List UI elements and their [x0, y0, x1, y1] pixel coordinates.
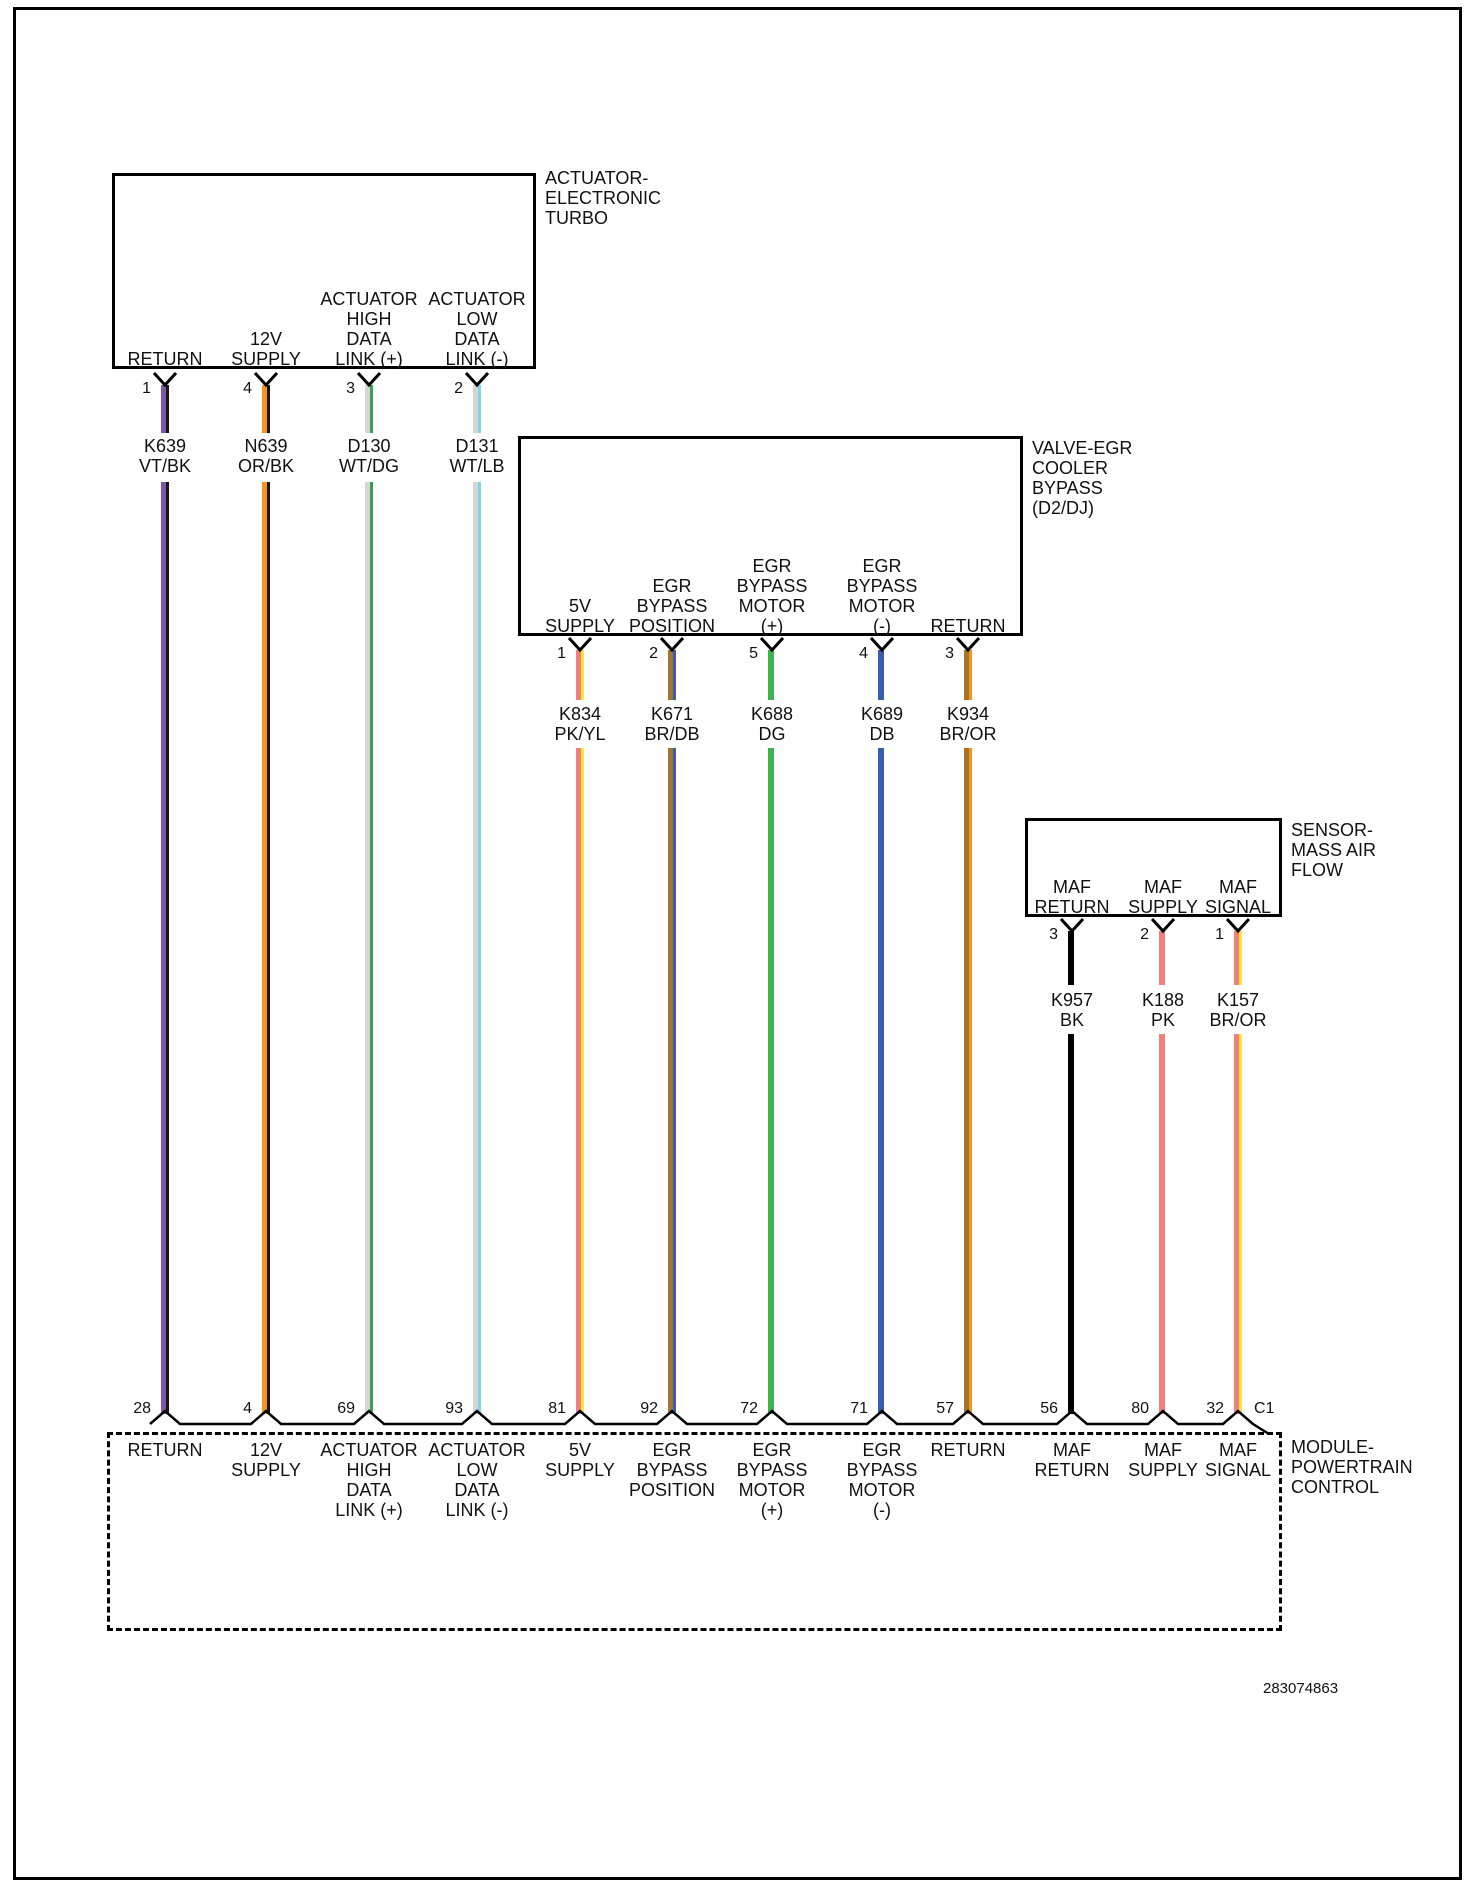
pcm-pin-number: 93 [445, 1400, 463, 1417]
pcm-pin-label: EGR BYPASS MOTOR (+) [736, 1440, 808, 1520]
turbo-pin-label: RETURN [127, 349, 203, 369]
turbo-pin-number: 4 [243, 380, 252, 397]
egr-pin-number: 4 [859, 645, 868, 662]
wire-segment [365, 482, 373, 1414]
maf-pin-number: 1 [1215, 926, 1224, 943]
maf-pin-number: 3 [1049, 926, 1058, 943]
wire-circuit-label: D131 [455, 436, 499, 456]
pcm-pin-number: 72 [740, 1400, 758, 1417]
wire-circuit-label: K934 [946, 704, 990, 724]
wire-segment [1068, 931, 1074, 985]
wire-segment [668, 748, 676, 1414]
egr-pin-number: 1 [557, 645, 566, 662]
wire-color-label: BR/OR [1209, 1010, 1267, 1030]
wire-segment [668, 650, 676, 700]
wire-circuit-label: K188 [1141, 990, 1185, 1010]
wire-segment [576, 650, 584, 700]
maf-pin-number: 2 [1140, 926, 1149, 943]
wire-circuit-label: K157 [1216, 990, 1260, 1010]
turbo-pin-label: ACTUATOR LOW DATA LINK (-) [428, 289, 526, 369]
wire-segment [473, 482, 481, 1414]
pcm-pin-label: ACTUATOR LOW DATA LINK (-) [428, 1440, 526, 1520]
egr-pin-label: RETURN [930, 616, 1006, 636]
wire-segment [473, 385, 481, 433]
egr-title: VALVE-EGR COOLER BYPASS (D2/DJ) [1032, 438, 1133, 518]
pcm-pin-label: EGR BYPASS MOTOR (-) [846, 1440, 918, 1520]
pcm-pin-number: 71 [850, 1400, 868, 1417]
page-border [13, 7, 1462, 1880]
egr-pin-number: 3 [945, 645, 954, 662]
wire-segment [768, 650, 774, 700]
part-number: 283074863 [1263, 1680, 1339, 1697]
pcm-pin-number: 69 [337, 1400, 355, 1417]
wire-segment [1234, 1034, 1242, 1414]
pcm-pin-number: 4 [243, 1400, 252, 1417]
pcm-pin-label: MAF SUPPLY [1128, 1440, 1198, 1480]
wire-segment [161, 482, 169, 1414]
pcm-pin-number: 81 [548, 1400, 566, 1417]
wire-segment [964, 650, 972, 700]
turbo-title: ACTUATOR- ELECTRONIC TURBO [545, 168, 662, 228]
wire-segment [365, 385, 373, 433]
wire-color-label: DG [758, 724, 786, 744]
wire-color-label: BK [1059, 1010, 1084, 1030]
turbo-pin-number: 3 [346, 380, 355, 397]
wire-color-label: OR/BK [237, 456, 294, 476]
wire-color-label: WT/DG [339, 456, 399, 476]
wire-circuit-label: D130 [347, 436, 391, 456]
pcm-pin-label: ACTUATOR HIGH DATA LINK (+) [320, 1440, 418, 1520]
pcm-pin-number: 32 [1206, 1400, 1224, 1417]
wire-segment [964, 748, 972, 1414]
pcm-title: MODULE- POWERTRAIN CONTROL [1291, 1437, 1413, 1497]
pcm-pin-label: MAF RETURN [1034, 1440, 1110, 1480]
turbo-pin-label: 12V SUPPLY [231, 329, 301, 369]
wire-segment [262, 385, 270, 433]
wire-color-label: BR/OR [939, 724, 997, 744]
wire-segment [576, 748, 584, 1414]
pcm-pin-number: 57 [936, 1400, 954, 1417]
pcm-pin-label: EGR BYPASS POSITION [628, 1440, 715, 1500]
pcm-pin-label: 12V SUPPLY [231, 1440, 301, 1480]
pcm-pin-number: 92 [640, 1400, 658, 1417]
pcm-connector-id: C1 [1254, 1400, 1275, 1417]
turbo-pin-number: 2 [454, 380, 463, 397]
wire-segment [161, 385, 169, 433]
wire-color-label: PK [1150, 1010, 1175, 1030]
pcm-pin-label: MAF SIGNAL [1204, 1440, 1272, 1480]
wire-segment [262, 482, 270, 1414]
egr-pin-number: 2 [649, 645, 658, 662]
wire-segment [1068, 1034, 1074, 1414]
wire-circuit-label: N639 [244, 436, 288, 456]
wire-segment [878, 748, 884, 1414]
pcm-pin-label: 5V SUPPLY [545, 1440, 615, 1480]
wire-segment [1159, 931, 1165, 985]
maf-pin-label: MAF SIGNAL [1204, 877, 1272, 917]
wire-circuit-label: K688 [750, 704, 794, 724]
wire-color-label: WT/LB [449, 456, 505, 476]
maf-title: SENSOR- MASS AIR FLOW [1291, 820, 1377, 880]
pcm-pin-label: RETURN [930, 1440, 1006, 1460]
pcm-pin-label: RETURN [127, 1440, 203, 1460]
pcm-pin-number: 80 [1131, 1400, 1149, 1417]
turbo-connector-box [112, 173, 536, 369]
wire-segment [768, 748, 774, 1414]
pcm-pin-number: 28 [133, 1400, 151, 1417]
wire-circuit-label: K957 [1050, 990, 1094, 1010]
wire-segment [1159, 1034, 1165, 1414]
egr-pin-number: 5 [749, 645, 758, 662]
turbo-pin-number: 1 [142, 380, 151, 397]
wire-segment [1234, 931, 1242, 985]
wire-segment [878, 650, 884, 700]
turbo-pin-label: ACTUATOR HIGH DATA LINK (+) [320, 289, 418, 369]
pcm-pin-number: 56 [1040, 1400, 1058, 1417]
